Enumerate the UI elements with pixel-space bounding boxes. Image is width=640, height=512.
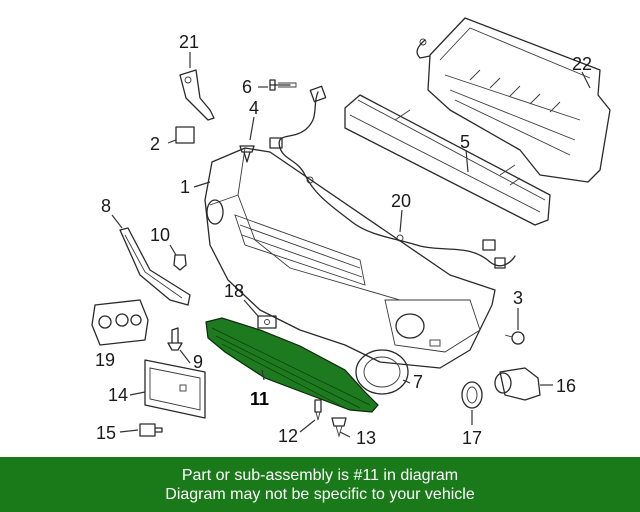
- part-8-side-trim: [119, 227, 191, 306]
- part-7-fog-bezel: [355, 349, 409, 395]
- callout-1: 1: [180, 177, 190, 197]
- leader-lines: [111, 52, 591, 438]
- diagram-canvas: 21 6 4 2 1 22 5 8 10 20 3 18 19 9 14 7 1…: [91, 17, 611, 448]
- banner-line-part-number: Part or sub-assembly is #11 in diagram: [181, 466, 459, 484]
- part-1-bumper-cover: [204, 147, 496, 369]
- part-11-lower-grille-trim: [205, 317, 379, 413]
- callout-5: 5: [460, 132, 470, 152]
- callout-6: 6: [242, 77, 252, 97]
- callout-18: 18: [224, 281, 244, 301]
- callout-11: 11: [250, 389, 269, 409]
- info-banner: Part or sub-assembly is #11 in diagram D…: [0, 457, 640, 512]
- callout-20: 20: [391, 191, 411, 211]
- part-16-parking-sensor: [494, 367, 541, 401]
- part-10-clip: [173, 254, 187, 271]
- part-19-sensor-housing: [91, 299, 149, 346]
- callout-3: 3: [513, 288, 523, 308]
- callout-19: 19: [95, 350, 115, 370]
- part-17-grommet: [461, 381, 483, 409]
- callout-12: 12: [278, 426, 298, 446]
- part-6-bolt: [269, 79, 297, 91]
- part-12-screw: [314, 399, 322, 421]
- callout-13: 13: [356, 428, 376, 448]
- part-21-bracket: [179, 69, 215, 121]
- part-4-fastener: [239, 145, 255, 163]
- callout-10: 10: [150, 225, 170, 245]
- part-14-license-plate-bracket: [144, 359, 206, 419]
- callout-14: 14: [108, 385, 128, 405]
- part-20-wiring-harness: [269, 85, 516, 269]
- banner-line-disclaimer: Diagram may not be specific to your vehi…: [165, 485, 475, 503]
- part-2-clip: [175, 126, 195, 144]
- part-5-reinforcement: [344, 94, 551, 226]
- callout-17: 17: [462, 428, 482, 448]
- callout-8: 8: [101, 196, 111, 216]
- part-15-bolt: [139, 423, 163, 437]
- part-9-fastener: [167, 327, 183, 351]
- part-3-screw: [504, 331, 525, 345]
- callout-21: 21: [179, 32, 199, 52]
- part-13-screw: [331, 417, 347, 438]
- part-22-radiator-support: [416, 17, 611, 183]
- callout-2: 2: [150, 134, 160, 154]
- callout-labels: 21 6 4 2 1 22 5 8 10 20 3 18 19 9 14 7 1…: [95, 32, 592, 448]
- callout-16: 16: [556, 376, 576, 396]
- callout-9: 9: [193, 352, 203, 372]
- part-11-shape: [205, 317, 379, 413]
- part-18-bracket: [257, 315, 277, 329]
- callout-4: 4: [249, 98, 259, 118]
- callout-15: 15: [96, 423, 116, 443]
- callout-22: 22: [572, 54, 592, 74]
- callout-7: 7: [413, 372, 423, 392]
